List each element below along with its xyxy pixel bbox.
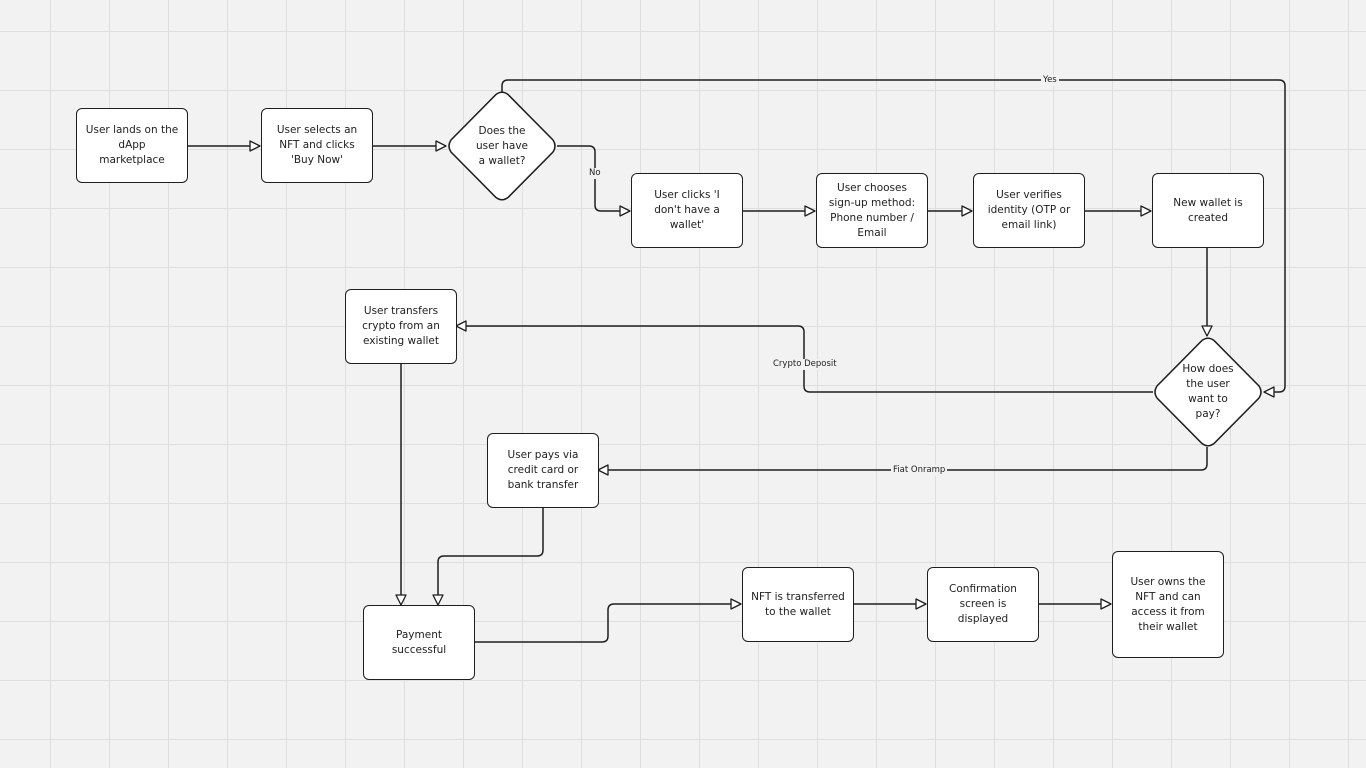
node-pays-fiat[interactable]: User pays via credit card or bank transf… (487, 433, 599, 508)
edge-yes-branch (501, 79, 1286, 398)
edge-label-yes: Yes (1041, 75, 1059, 86)
node-signup-method[interactable]: User chooses sign-up method: Phone numbe… (816, 173, 928, 248)
decision-how-pay[interactable]: How does the user want to pay? (1152, 337, 1264, 447)
edge-label-fiat-onramp: Fiat Onramp (891, 465, 948, 476)
edge-label-crypto-deposit: Crypto Deposit (771, 359, 839, 370)
decision-has-wallet-label: Does the user have a wallet? (475, 124, 528, 167)
node-user-clicks-no-wallet[interactable]: User clicks 'I don't have a wallet' (631, 173, 743, 248)
node-confirmation-screen[interactable]: Confirmation screen is displayed (927, 567, 1039, 642)
node-transfer-crypto[interactable]: User transfers crypto from an existing w… (345, 289, 457, 364)
node-payment-successful[interactable]: Payment successful (363, 605, 475, 680)
node-user-selects-nft[interactable]: User selects an NFT and clicks 'Buy Now' (261, 108, 373, 183)
edge-success-to-nft (475, 598, 742, 643)
node-nft-transferred[interactable]: NFT is transferred to the wallet (742, 567, 854, 642)
decision-has-wallet[interactable]: Does the user have a wallet? (446, 91, 558, 201)
diamond-shape (1154, 337, 1262, 447)
edge-fiat-onramp (597, 447, 1208, 476)
decision-how-pay-label: How does the user want to pay? (1182, 363, 1234, 420)
node-user-lands[interactable]: User lands on the dApp marketplace (76, 108, 188, 183)
node-user-owns-nft[interactable]: User owns the NFT and can access it from… (1112, 551, 1224, 658)
diamond-shape (448, 91, 556, 201)
edge-label-no: No (587, 168, 603, 179)
node-wallet-created[interactable]: New wallet is created (1152, 173, 1264, 248)
node-verify-identity[interactable]: User verifies identity (OTP or email lin… (973, 173, 1085, 248)
edge-fiat-to-success (432, 508, 544, 606)
